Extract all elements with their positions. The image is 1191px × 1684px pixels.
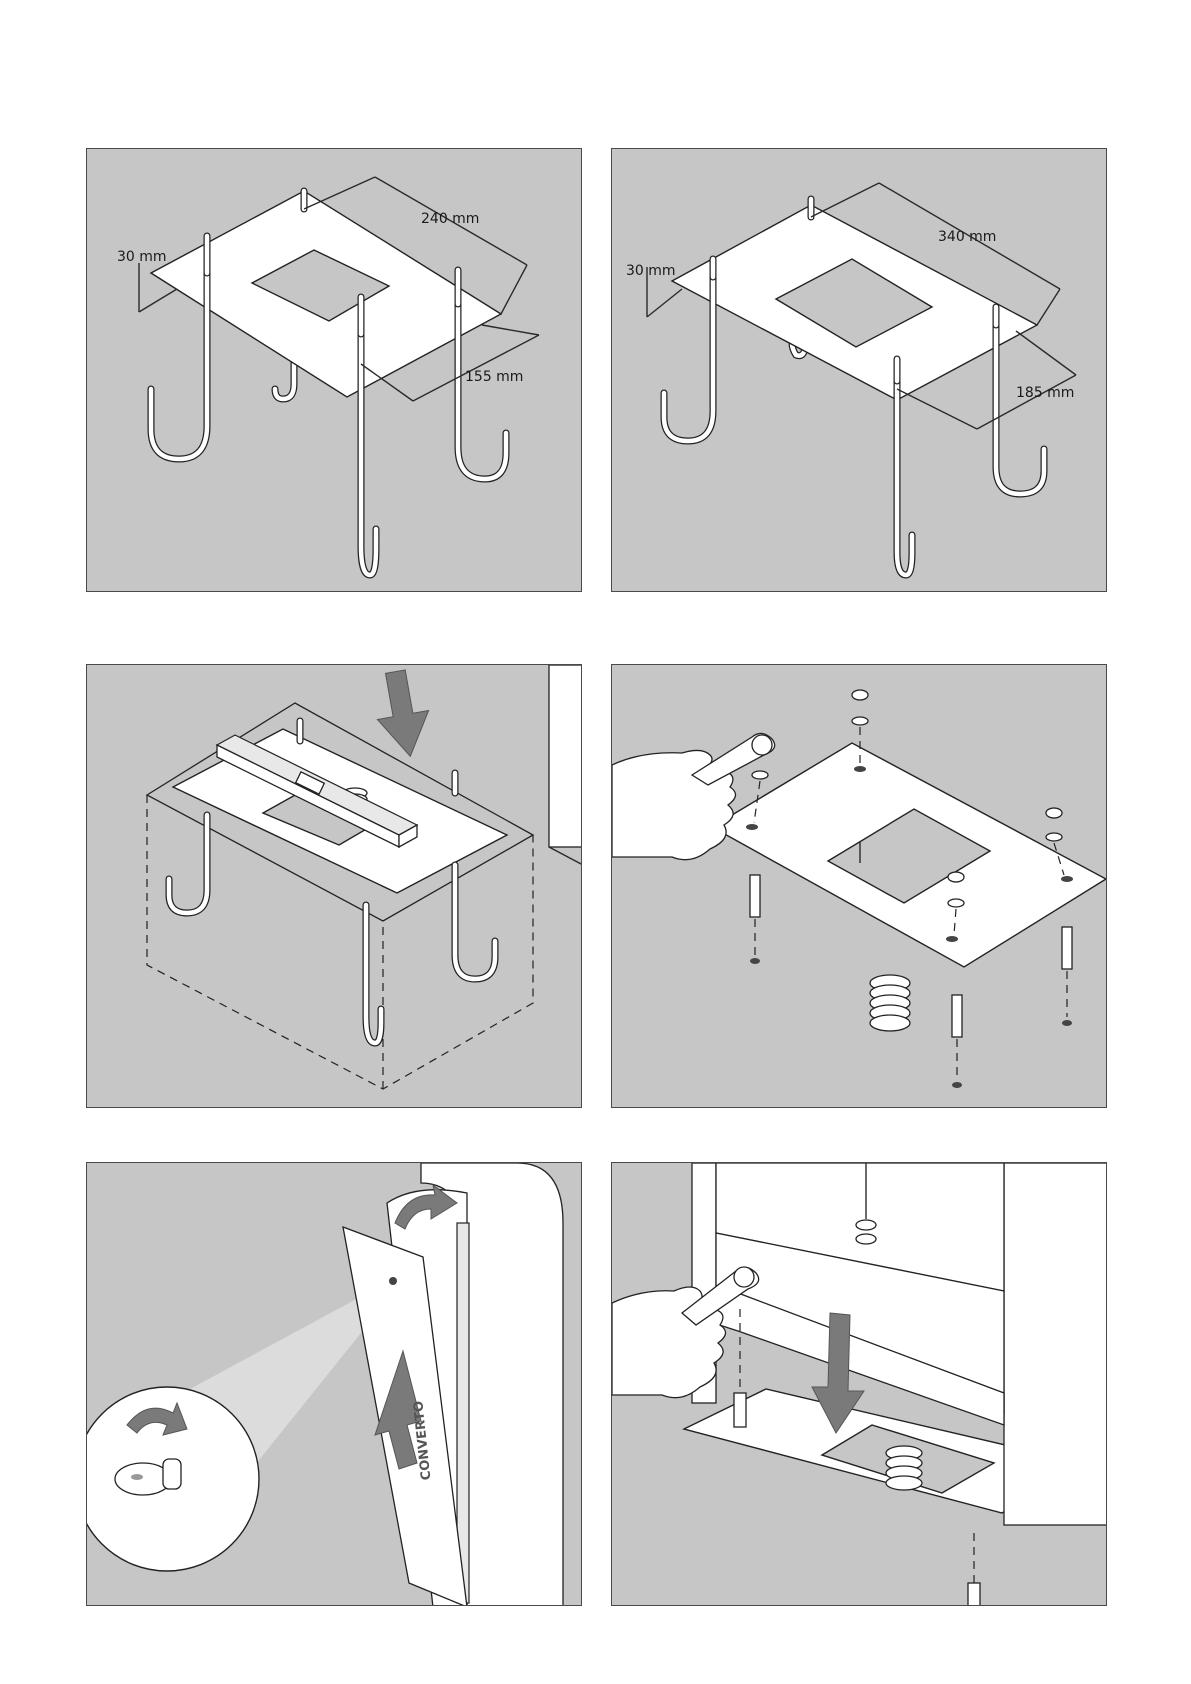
wall-edge — [549, 665, 582, 847]
threaded-stud — [750, 875, 760, 964]
dimension-line — [304, 177, 375, 209]
level-plate-drawing — [87, 665, 582, 1108]
figure-cabinet-on-plate — [611, 1162, 1107, 1606]
dimension-height-label: 30 mm — [626, 263, 676, 279]
dimension-length-label: 240 mm — [421, 211, 479, 227]
plate-fixing-drawing — [612, 665, 1107, 1108]
figure-foundation-plate-small: 240 mm 155 mm 30 mm — [86, 148, 582, 592]
figure-plate-fixing-exploded — [611, 664, 1107, 1108]
dimension-line — [977, 375, 1076, 429]
figure-cabinet-cover-removal: CONVERTO — [86, 1162, 582, 1606]
threaded-stud — [952, 995, 962, 1088]
figure-level-plate-in-formwork — [86, 664, 582, 1108]
dimension-length-label: 340 mm — [938, 229, 996, 245]
hand-with-wrench — [612, 1267, 759, 1398]
cabinet-on-plate-drawing — [612, 1163, 1107, 1606]
threaded-stud — [1062, 927, 1072, 1026]
dimension-line — [501, 265, 527, 314]
dimension-width-label: 185 mm — [1016, 385, 1074, 401]
arrow-down-icon — [370, 667, 436, 761]
foundation-plate-large-drawing — [612, 149, 1107, 592]
figure-foundation-plate-large: 340 mm 185 mm 30 mm — [611, 148, 1107, 592]
dimension-height-label: 30 mm — [117, 249, 167, 265]
cable-spring — [886, 1446, 922, 1490]
dimension-width-label: 155 mm — [465, 369, 523, 385]
dimension-line — [811, 183, 879, 217]
cabinet-cover-drawing — [87, 1163, 582, 1606]
cable-spring — [870, 975, 910, 1031]
